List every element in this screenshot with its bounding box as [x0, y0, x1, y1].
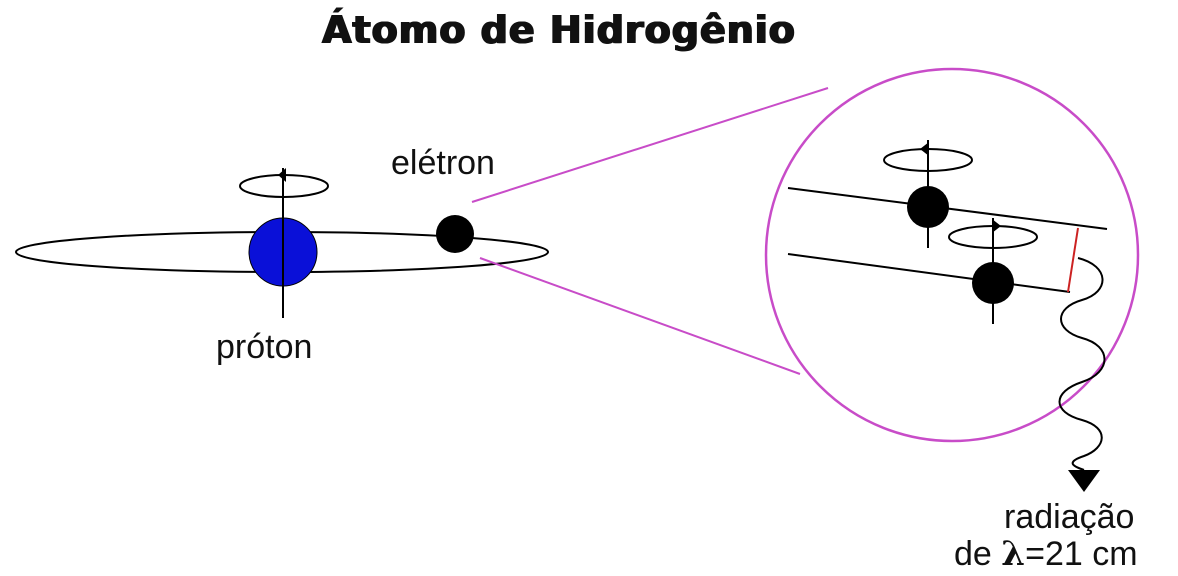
electron-lower-sphere [972, 262, 1014, 304]
lambda-symbol: λ [1001, 534, 1026, 574]
zoom-line-top [471, 87, 829, 203]
electron-upper-spin-arrow-icon [920, 142, 929, 156]
electron-upper-sphere [907, 186, 949, 228]
proton-spin-arrow-icon [278, 168, 286, 182]
energy-level-lower [787, 253, 1071, 293]
electron-lower-spin-arrow-icon [992, 219, 1001, 233]
electron [436, 215, 474, 253]
zoom-circle [764, 67, 1140, 443]
electron-lower-state [948, 218, 1038, 324]
radiation-value: =21 cm [1025, 535, 1138, 573]
radiation-label: radiação [1004, 498, 1135, 536]
zoom-line-bottom [479, 257, 801, 375]
radiation-wavelength-label: de λ=21 cm [954, 534, 1138, 574]
electron-label: elétron [391, 144, 495, 182]
energy-gap-marker [1067, 227, 1079, 293]
electron-upper-state [883, 140, 973, 248]
radiation-prefix: de [954, 535, 1002, 573]
radiation-arrow-icon [1068, 470, 1100, 492]
proton-label: próton [216, 328, 313, 366]
radiation-wave [1058, 257, 1106, 471]
page-title: Átomo de Hidrogênio [322, 8, 796, 52]
proton [239, 168, 329, 318]
